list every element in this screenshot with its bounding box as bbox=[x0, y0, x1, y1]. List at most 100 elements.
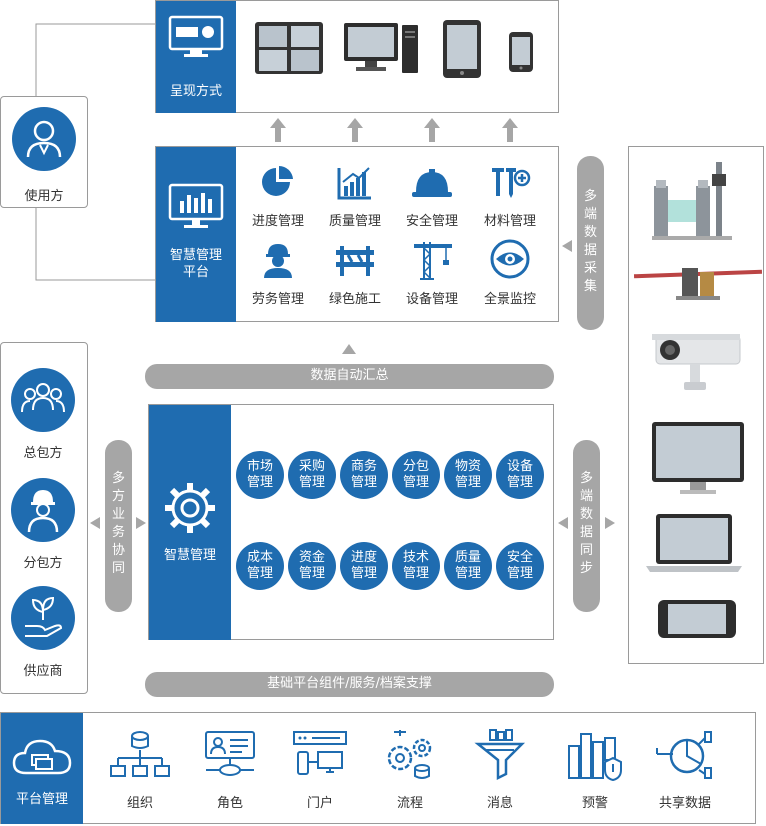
circ-line1: 资金 bbox=[298, 550, 325, 565]
module-quality[interactable]: 质量管理 bbox=[317, 164, 393, 229]
smart-market[interactable]: 市场管理 bbox=[236, 451, 284, 499]
party-label: 供应商 bbox=[23, 664, 63, 679]
bottom-process[interactable]: 流程 bbox=[370, 728, 450, 811]
circ-line1: 进度 bbox=[350, 550, 377, 565]
party-subcontractor[interactable] bbox=[11, 478, 75, 542]
collab-char: 协 bbox=[111, 543, 125, 558]
bottom-label: 角色 bbox=[216, 796, 243, 811]
sync-char: 数 bbox=[579, 507, 593, 522]
auto-summary-pill: 数据自动汇总 bbox=[145, 364, 554, 389]
smart-panel: 智慧管理 bbox=[148, 404, 554, 640]
circ-line1: 成本 bbox=[246, 550, 273, 565]
module-safety[interactable]: 安全管理 bbox=[394, 164, 470, 229]
sync-char: 同 bbox=[579, 543, 593, 558]
display-panel: 呈现方式 bbox=[155, 0, 559, 113]
cloud-icon bbox=[12, 739, 72, 775]
desktop-pc-icon bbox=[344, 23, 418, 73]
bottom-alert[interactable]: 预警 bbox=[555, 728, 635, 811]
gate-barrier-icon bbox=[633, 268, 763, 300]
display-title: 呈现方式 bbox=[169, 84, 222, 99]
portal-icon bbox=[293, 731, 347, 775]
module-label: 绿色施工 bbox=[328, 292, 381, 307]
bottom-label: 共享数据 bbox=[658, 796, 711, 811]
bottom-title: 平台管理 bbox=[15, 792, 68, 807]
user-side-box: 使用方 bbox=[0, 96, 88, 208]
collab-char: 业 bbox=[111, 507, 125, 522]
collab-char: 务 bbox=[111, 525, 125, 540]
collect-char: 集 bbox=[583, 279, 597, 294]
bottom-label: 组织 bbox=[126, 796, 153, 811]
presentation-screen-icon bbox=[168, 15, 224, 57]
smart-procurement[interactable]: 采购管理 bbox=[288, 451, 336, 499]
sync-char: 端 bbox=[579, 489, 593, 504]
bottom-role[interactable]: 角色 bbox=[190, 728, 270, 811]
foundation-pill: 基础平台组件/服务/档案支撑 bbox=[145, 672, 554, 697]
collect-char: 端 bbox=[583, 207, 597, 222]
collect-char: 多 bbox=[583, 189, 597, 204]
display-title-bar: 呈现方式 bbox=[156, 1, 236, 113]
module-materials[interactable]: 材料管理 bbox=[472, 164, 548, 229]
module-label: 安全管理 bbox=[405, 214, 458, 229]
circ-line2: 管理 bbox=[506, 566, 533, 581]
party-label: 分包方 bbox=[23, 556, 63, 571]
up-arrows-display bbox=[270, 118, 518, 142]
alert-city-icon bbox=[568, 733, 622, 782]
collab-pill: 多 方 业 务 协 同 bbox=[105, 440, 132, 612]
smart-business[interactable]: 商务管理 bbox=[340, 451, 388, 499]
sync-arrow-left bbox=[558, 517, 568, 529]
collect-char: 采 bbox=[583, 261, 597, 276]
smart-title: 智慧管理 bbox=[163, 548, 216, 563]
module-label: 全景监控 bbox=[483, 292, 536, 307]
smart-title-bar: 智慧管理 bbox=[149, 405, 231, 640]
bottom-message[interactable]: 消息 bbox=[460, 728, 540, 811]
circ-line1: 市场 bbox=[246, 459, 273, 474]
collect-char: 据 bbox=[583, 243, 597, 258]
collab-arrow-right bbox=[136, 517, 146, 529]
role-card-icon bbox=[205, 731, 255, 776]
share-data-icon bbox=[656, 731, 712, 779]
user-avatar bbox=[12, 107, 76, 171]
sync-pill: 多 端 数 据 同 步 bbox=[573, 440, 600, 612]
smart-quality[interactable]: 质量管理 bbox=[444, 542, 492, 590]
module-panorama[interactable]: 全景监控 bbox=[472, 238, 548, 307]
tablet-icon bbox=[443, 20, 481, 78]
module-labor[interactable]: 劳务管理 bbox=[240, 242, 316, 307]
smart-equipment[interactable]: 设备管理 bbox=[496, 451, 544, 499]
platform-title-line1: 智慧管理 bbox=[169, 248, 222, 263]
worker-icon bbox=[264, 244, 292, 278]
bottom-panel: 平台管理 bbox=[0, 712, 756, 824]
process-gears-icon bbox=[387, 730, 432, 779]
bottom-org[interactable]: 组织 bbox=[100, 728, 180, 811]
module-equipment[interactable]: 设备管理 bbox=[394, 238, 470, 307]
gear-icon bbox=[165, 483, 215, 533]
phone-icon bbox=[509, 32, 533, 72]
module-label: 劳务管理 bbox=[251, 292, 304, 307]
collab-arrow-left bbox=[90, 517, 100, 529]
smart-funds[interactable]: 资金管理 bbox=[288, 542, 336, 590]
circ-line2: 管理 bbox=[246, 566, 273, 581]
collect-arrow bbox=[562, 240, 572, 252]
circ-line2: 管理 bbox=[506, 475, 533, 490]
module-green[interactable]: 绿色施工 bbox=[317, 242, 393, 307]
plant-hand-icon bbox=[25, 596, 63, 637]
builder-icon bbox=[27, 490, 59, 533]
party-supplier[interactable] bbox=[11, 586, 75, 650]
smart-safety[interactable]: 安全管理 bbox=[496, 542, 544, 590]
smart-subcontract[interactable]: 分包管理 bbox=[392, 451, 440, 499]
smart-goods[interactable]: 物资管理 bbox=[444, 451, 492, 499]
party-general-contractor[interactable] bbox=[11, 368, 75, 432]
pie-chart-icon bbox=[262, 165, 293, 196]
circ-line1: 采购 bbox=[298, 459, 325, 474]
bottom-share[interactable]: 共享数据 bbox=[645, 728, 725, 811]
smart-technology[interactable]: 技术管理 bbox=[392, 542, 440, 590]
panorama-eye-icon bbox=[490, 239, 530, 279]
smart-cost[interactable]: 成本管理 bbox=[236, 542, 284, 590]
org-chart-icon bbox=[110, 731, 170, 777]
module-progress[interactable]: 进度管理 bbox=[240, 164, 316, 229]
camera-icon bbox=[652, 334, 741, 390]
smart-progress[interactable]: 进度管理 bbox=[340, 542, 388, 590]
monitor-icon bbox=[652, 422, 744, 494]
collab-char: 同 bbox=[111, 561, 125, 576]
bottom-portal[interactable]: 门户 bbox=[280, 728, 360, 811]
